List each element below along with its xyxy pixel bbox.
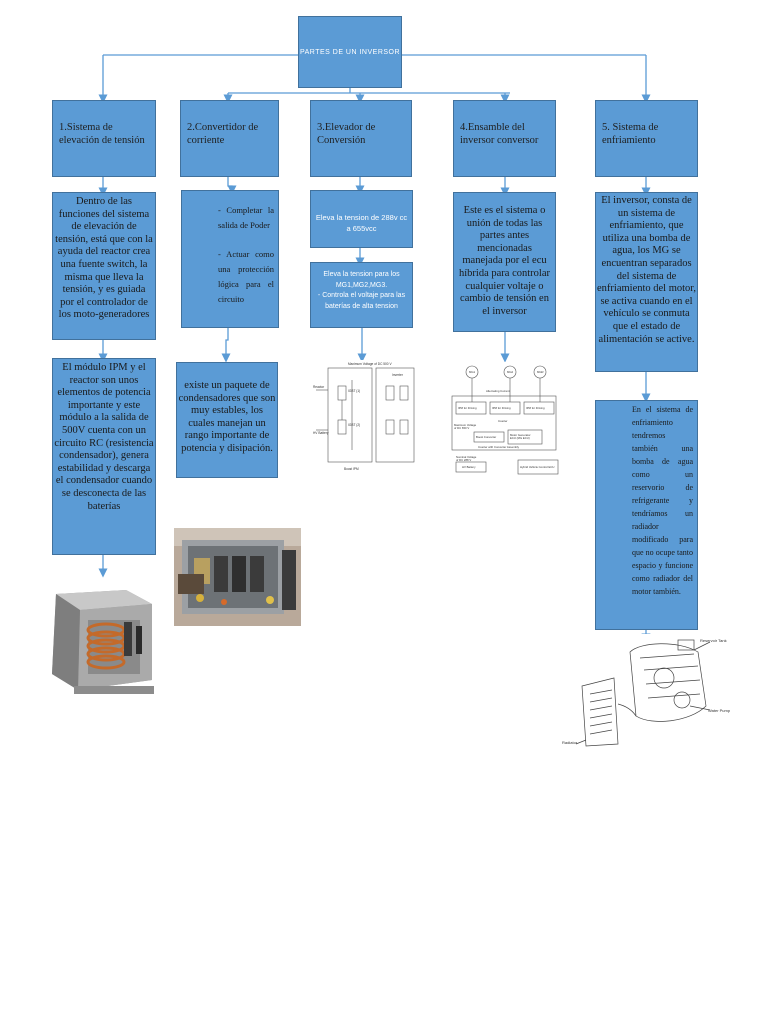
col1-description-box: Dentro de las funciones del sistema de e…	[52, 192, 156, 340]
header-2-label: 2.Convertidor de corriente	[187, 122, 259, 146]
header-5: 5. Sistema de enfriamiento	[595, 100, 698, 177]
svg-text:MG2: MG2	[507, 370, 514, 374]
header-3: 3.Elevador de Conversión	[310, 100, 412, 177]
header-3-label: 3.Elevador de Conversión	[317, 122, 376, 146]
col2-detail-box: existe un paquete de condensadores que s…	[176, 362, 278, 478]
col2-detail: existe un paquete de condensadores que s…	[178, 380, 276, 454]
svg-text:Radiator: Radiator	[562, 740, 578, 745]
inverter-assembly-image: MG1 MG2 MGR Alternating Current IPM for …	[438, 362, 568, 478]
header-4-label: 4.Ensamble del inversor conversor	[460, 122, 539, 146]
svg-text:Inverter: Inverter	[498, 419, 508, 423]
svg-text:HV Battery: HV Battery	[313, 431, 329, 435]
col1-detail-box: El módulo IPM y el reactor son unos elem…	[52, 358, 156, 555]
svg-text:Reactor: Reactor	[313, 385, 325, 389]
col2-bullets-box: - Completar la salida de Poder - Actuar …	[181, 190, 279, 328]
header-1: 1.Sistema de elevación de tensión	[52, 100, 156, 177]
col3-boost-text: Eleva la tension de 288v cc a 655vcc	[315, 213, 408, 233]
col3-mg-text: Eleva la tension para los MG1,MG2,MG3.	[323, 271, 400, 289]
svg-text:Reservoir Tank: Reservoir Tank	[700, 638, 727, 643]
col3-voltage-text: - Controla el voltaje para las baterías …	[317, 292, 406, 310]
col2-bullet-2: - Actuar como una protección lógica para…	[218, 249, 274, 304]
col5-description: El inversor, consta de un sistema de enf…	[597, 195, 697, 345]
svg-text:Water Pump: Water Pump	[708, 708, 731, 713]
svg-text:Inverter: Inverter	[392, 373, 404, 377]
col3-box-2: Eleva la tension para los MG1,MG2,MG3. -…	[310, 262, 413, 328]
col5-detail: En el sistema de enfriamiento tendremos …	[632, 405, 693, 596]
header-5-label: 5. Sistema de enfriamiento	[602, 122, 659, 146]
col3-box-1: Eleva la tension de 288v cc a 655vcc	[310, 190, 413, 248]
svg-text:Hybrid Vehicle Control ECU: Hybrid Vehicle Control ECU	[520, 465, 554, 469]
col1-description: Dentro de las funciones del sistema de e…	[55, 196, 153, 321]
svg-text:Nominal Voltage: Nominal Voltage	[456, 455, 477, 459]
svg-text:Motor Generator: Motor Generator	[510, 433, 531, 437]
header-1-label: 1.Sistema de elevación de tensión	[59, 122, 145, 146]
svg-text:IGBT (2): IGBT (2)	[348, 423, 360, 427]
svg-text:MGR: MGR	[537, 370, 544, 374]
transformer-image	[44, 582, 158, 700]
root-title-box: PARTES DE UN INVERSOR	[298, 16, 402, 88]
capacitor-pack-image	[174, 528, 301, 626]
svg-text:IPM for Driving: IPM for Driving	[458, 406, 477, 410]
col5-detail-box: En el sistema de enfriamiento tendremos …	[595, 400, 698, 630]
col1-detail: El módulo IPM y el reactor son unos elem…	[54, 362, 154, 512]
col4-description: Este es el sistema o unión de todas las …	[459, 205, 550, 317]
svg-text:Maximum Voltage of DC 500 V: Maximum Voltage of DC 500 V	[348, 362, 392, 366]
svg-text:Boost IPM: Boost IPM	[344, 467, 359, 471]
col4-description-box: Este es el sistema o unión de todas las …	[453, 192, 556, 332]
svg-text:Alternating Current: Alternating Current	[486, 389, 510, 393]
svg-text:Inverter with Converter Assemb: Inverter with Converter Assembly	[478, 445, 520, 449]
header-4: 4.Ensamble del inversor conversor	[453, 100, 556, 177]
root-title: PARTES DE UN INVERSOR	[299, 48, 401, 56]
svg-text:of DC 288 V: of DC 288 V	[456, 458, 471, 462]
booster-circuit-image: Maximum Voltage of DC 500 V Inverter Rea…	[312, 360, 418, 478]
svg-text:MG1: MG1	[469, 370, 476, 374]
svg-text:Boost Converter: Boost Converter	[476, 435, 496, 439]
col2-bullet-1: - Completar la salida de Poder	[218, 205, 274, 230]
svg-text:of DC 650 V: of DC 650 V	[454, 426, 469, 430]
svg-text:ECU (MG ECU): ECU (MG ECU)	[510, 436, 530, 440]
svg-text:IPM for Driving: IPM for Driving	[526, 406, 545, 410]
svg-text:IGBT (1): IGBT (1)	[348, 389, 360, 393]
col5-description-box: El inversor, consta de un sistema de enf…	[595, 192, 698, 372]
cooling-system-image: Reservoir Tank Water Pump Radiator	[560, 634, 734, 750]
svg-text:HV Battery: HV Battery	[462, 465, 476, 469]
svg-text:IPM for Driving: IPM for Driving	[492, 406, 511, 410]
header-2: 2.Convertidor de corriente	[180, 100, 279, 177]
svg-text:Maximum Voltage: Maximum Voltage	[454, 423, 477, 427]
